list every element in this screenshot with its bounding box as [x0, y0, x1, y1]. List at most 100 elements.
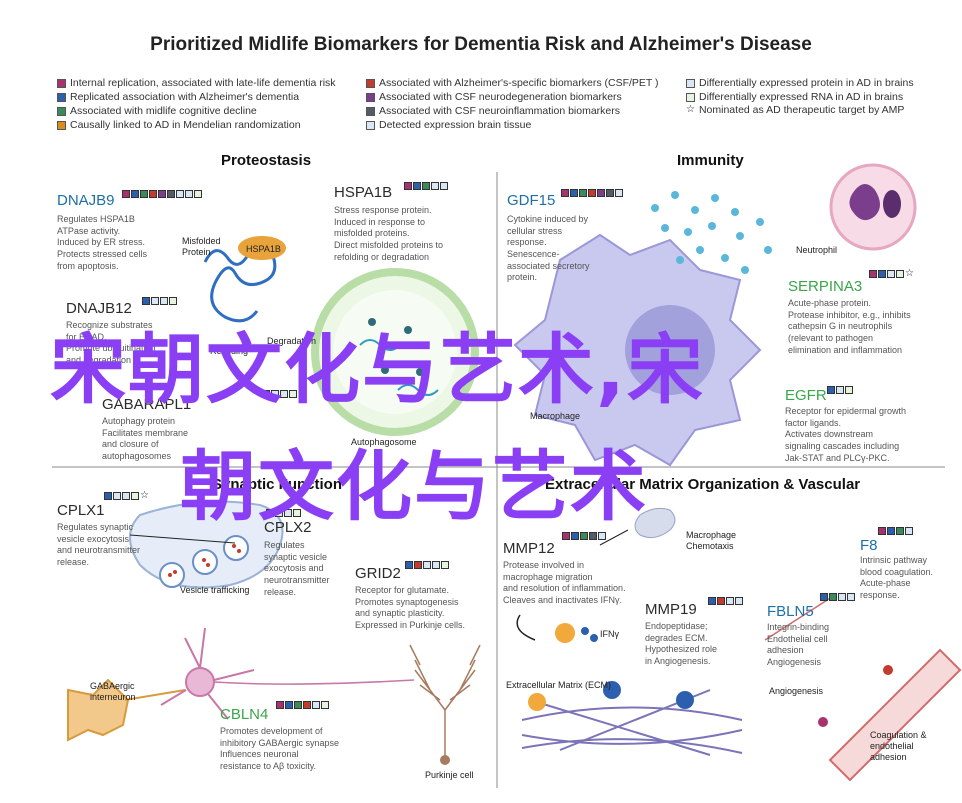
misfolded-protein-shape	[203, 237, 277, 323]
legend-label: Associated with CSF neuroinflammation bi…	[379, 105, 621, 117]
biomarker-boxes: ☆	[262, 389, 307, 399]
star-icon: ☆	[905, 268, 914, 279]
gene-egfr: EGFR	[785, 387, 827, 404]
legend-item: Detected expression brain tissue	[366, 119, 531, 131]
label-macrophage: Macrophage	[530, 411, 581, 421]
macrophage-nucleus	[625, 305, 715, 395]
gene-f8: F8	[860, 537, 878, 554]
biomarker-boxes	[561, 189, 623, 197]
label-hspa1b-blob: HSPA1B	[246, 244, 281, 254]
coagulation-marker	[883, 665, 893, 675]
neurotransmitter-dots	[168, 544, 241, 577]
legend-label: Internal replication, associated with la…	[70, 77, 336, 89]
desc-cbln4: Promotes development of inhibitory GABAe…	[220, 726, 340, 772]
desc-hspa1b: Stress response protein. Induced in resp…	[334, 205, 444, 262]
chemotaxis-arrow	[599, 529, 629, 546]
biomarker-boxes: ☆	[104, 490, 149, 501]
label-degradation: Degradation	[267, 336, 317, 346]
star-icon: ☆	[686, 104, 695, 115]
cargo-dot	[404, 326, 412, 334]
legend-item: Replicated association with Alzheimer's …	[57, 91, 299, 103]
biomarker-boxes	[405, 561, 449, 569]
legend-swatch	[366, 106, 375, 116]
desc-dnajb12: Recognize substrates for ERAD. Promote u…	[66, 320, 156, 366]
gene-gdf15: GDF15	[507, 192, 556, 209]
desc-serpina3: Acute-phase protein. Protease inhibitor,…	[788, 298, 911, 355]
biomarker-boxes	[562, 532, 606, 540]
angiogenesis-branch	[764, 594, 836, 641]
vesicle	[192, 549, 218, 575]
desc-cplx2: Regulates synaptic vesicle exocytosis an…	[264, 540, 330, 597]
legend-label: Associated with CSF neurodegeneration bi…	[379, 91, 622, 103]
legend-label: Associated with Alzheimer's-specific bio…	[379, 77, 659, 89]
section-title-synaptic: Synaptic Function	[212, 476, 343, 493]
figure-title: Prioritized Midlife Biomarkers for Demen…	[150, 34, 812, 55]
label-autophagosome: Autophagosome	[351, 437, 417, 447]
star-icon: ☆	[140, 490, 149, 501]
watermark-line1: 宋朝文化与艺术,宋	[50, 325, 705, 414]
desc-gabarapl1: Autophagy protein Facilitates membrane a…	[102, 416, 189, 462]
desc-dnajb9: Regulates HSPA1B ATPase activity. Induce…	[57, 214, 148, 271]
section-title-proteostasis: Proteostasis	[221, 152, 312, 169]
legend-label: Causally linked to AD in Mendelian rando…	[70, 119, 301, 131]
legend-swatch	[686, 78, 695, 88]
neutrophil-nucleus	[849, 184, 880, 221]
label-purkinje: Purkinje cell	[425, 770, 474, 780]
label-gabaergic: GABAergic interneuron	[90, 681, 136, 702]
ifng-dots	[581, 627, 598, 642]
legend-item: Differentially expressed protein in AD i…	[686, 77, 914, 89]
axon	[213, 679, 415, 685]
gene-mmp12: MMP12	[503, 540, 555, 557]
legend-label: Replicated association with Alzheimer's …	[70, 91, 300, 103]
gene-cplx2: CPLX2	[264, 519, 312, 536]
gene-gabarapl1: GABARAPL1	[102, 396, 192, 413]
watermark-line2: 朝文化与艺术	[180, 442, 648, 531]
desc-grid2: Receptor for glutamate. Promotes synapto…	[355, 585, 466, 631]
hspa1b-blob	[238, 236, 286, 260]
autophagosome-inner	[333, 290, 457, 414]
legend-item: Associated with midlife cognitive declin…	[57, 105, 257, 117]
biomarker-boxes	[276, 701, 329, 709]
legend-label: Differentially expressed protein in AD i…	[699, 77, 914, 89]
vesicle	[223, 535, 249, 561]
gene-dnajb12: DNAJB12	[66, 300, 132, 317]
ecm-fibers	[521, 689, 743, 756]
gene-fbln5: FBLN5	[767, 603, 814, 620]
neuron-dendrites	[160, 627, 255, 720]
gene-hspa1b: HSPA1B	[334, 184, 393, 201]
legend-label: Differentially expressed RNA in AD in br…	[699, 91, 904, 103]
mmp12-pacman	[555, 623, 575, 643]
biomarker-boxes	[122, 190, 202, 198]
coagulation-marker	[818, 717, 828, 727]
label-ifng: IFNγ	[600, 629, 619, 639]
section-title-ecm: Extracellular Matrix Organization & Vasc…	[545, 476, 861, 493]
cargo-dot	[381, 366, 389, 374]
legend-item: ☆Nominated as AD therapeutic target by A…	[686, 104, 904, 116]
biomarker-boxes	[827, 386, 853, 394]
desc-f8: Intrinsic pathway blood coagulation. Acu…	[860, 555, 934, 601]
legend-label: Associated with midlife cognitive declin…	[70, 105, 257, 117]
desc-gdf15: Cytokine induced by cellular stress resp…	[507, 214, 590, 283]
cargo-strand	[397, 384, 439, 396]
label-angiogenesis: Angiogenesis	[769, 686, 824, 696]
label-macrophage-chemotaxis: Macrophage Chemotaxis	[686, 530, 737, 551]
legend-swatch	[57, 78, 66, 88]
mmp-enzyme-shape	[676, 691, 694, 709]
legend-swatch	[366, 78, 375, 88]
legend-item: Associated with CSF neuroinflammation bi…	[366, 105, 620, 117]
label-misfolded-protein: Misfolded Protein	[182, 236, 221, 257]
pointer-line	[129, 534, 236, 544]
legend-swatch	[57, 92, 66, 102]
desc-egfr: Receptor for epidermal growth factor lig…	[785, 406, 907, 463]
desc-mmp12: Protease involved in macrophage migratio…	[503, 560, 626, 606]
legend-item: Differentially expressed RNA in AD in br…	[686, 91, 903, 103]
biomarker-boxes	[266, 509, 301, 517]
desc-mmp19: Endopeptidase; degrades ECM. Hypothesize…	[645, 621, 718, 667]
cleave-arrow	[516, 614, 536, 641]
legend-label: Detected expression brain tissue	[379, 119, 532, 131]
legend-swatch	[57, 106, 66, 116]
legend-item: Associated with CSF neurodegeneration bi…	[366, 91, 622, 103]
legend-swatch	[366, 120, 375, 130]
